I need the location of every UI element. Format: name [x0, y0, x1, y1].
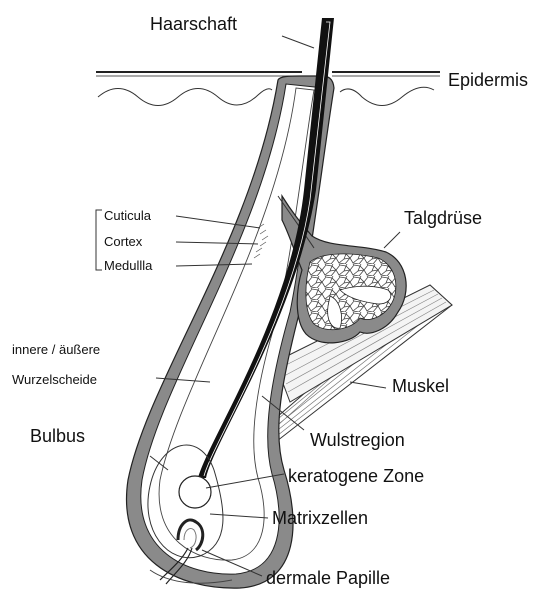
- label-medulla: Medullla: [104, 258, 153, 273]
- label-wulstregion: Wulstregion: [310, 430, 405, 450]
- label-keratogene-zone: keratogene Zone: [288, 466, 424, 486]
- label-dermale-papille: dermale Papille: [266, 568, 390, 588]
- label-matrixzellen: Matrixzellen: [272, 508, 368, 528]
- label-wurzelscheide-line1: innere / äußere: [12, 342, 100, 357]
- epidermis-wave-right: [340, 87, 434, 105]
- label-cuticula: Cuticula: [104, 208, 152, 223]
- label-epidermis: Epidermis: [448, 70, 528, 90]
- label-wurzelscheide-line2: Wurzelscheide: [12, 372, 97, 387]
- label-cortex: Cortex: [104, 234, 143, 249]
- label-haarschaft: Haarschaft: [150, 14, 237, 34]
- epidermis-wave-left: [98, 89, 272, 106]
- label-talgdruese: Talgdrüse: [404, 208, 482, 228]
- label-muskel: Muskel: [392, 376, 449, 396]
- label-bulbus: Bulbus: [30, 426, 85, 446]
- epidermis-surface: [96, 72, 440, 76]
